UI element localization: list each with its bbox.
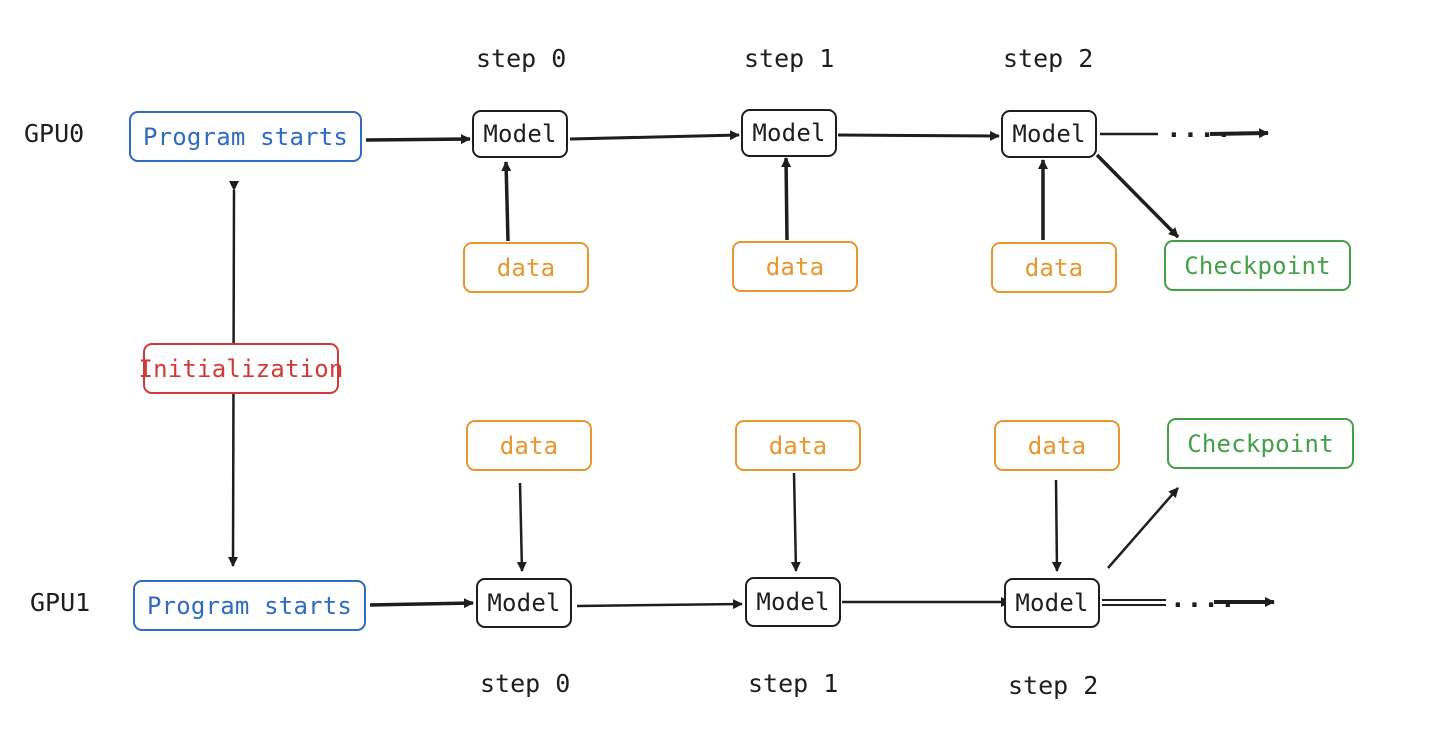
arrow-gpu0-data1-up [781, 157, 792, 241]
gpu1-model-2-label: Model [1015, 589, 1089, 617]
gpu0-data-0-label: data [496, 253, 556, 282]
gpu0-checkpoint-label: Checkpoint [1184, 251, 1331, 280]
gpu0-model-2-box: Model [1001, 110, 1097, 158]
step-label-top-0: step 0 [476, 44, 567, 73]
arrow-gpu1-model0-to-model1 [576, 599, 743, 610]
initialization-box: Initialization [138, 343, 343, 394]
lane-label-gpu0: GPU0 [24, 119, 85, 148]
gpu0-data-1-label: data [765, 252, 825, 281]
gpu1-continuation: .... [1170, 584, 1237, 614]
gpu0-continuation: .... [1166, 114, 1233, 144]
gpu1-program-starts-label: Program starts [146, 591, 353, 620]
gpu1-model-2-box: Model [1004, 578, 1100, 628]
arrow-gpu1-data2-down [1051, 479, 1062, 572]
gpu0-model-0-box: Model [472, 110, 568, 158]
arrow-gpu1-data1-down [790, 472, 801, 572]
gpu1-checkpoint-box: Checkpoint [1167, 418, 1354, 469]
step-label-bottom-0: step 0 [480, 669, 571, 698]
gpu0-program-starts-label: Program starts [142, 122, 349, 151]
arrow-gpu0-data0-up [501, 161, 512, 242]
arrow-gpu0-continuation-end [1209, 128, 1269, 139]
step-label-top-1: step 1 [744, 44, 835, 73]
gpu1-model-1-box: Model [745, 577, 841, 627]
gpu1-data-1-box: data [735, 420, 861, 471]
gpu0-program-starts-box: Program starts [129, 111, 362, 162]
gpu0-model-2-label: Model [1012, 120, 1086, 148]
gpu1-data-0-box: data [466, 420, 592, 471]
step-label-bottom-1: step 1 [748, 669, 839, 698]
initialization-label: Initialization [138, 354, 344, 383]
arrow-gpu0-model1-to-model2 [837, 130, 1000, 141]
gpu1-checkpoint-label: Checkpoint [1187, 429, 1334, 458]
lane-label-gpu1: GPU1 [30, 588, 91, 617]
step-label-top-2: step 2 [1003, 44, 1094, 73]
arrow-gpu0-model0-to-model1 [569, 130, 740, 141]
gpu0-checkpoint-box: Checkpoint [1164, 240, 1351, 291]
gpu0-model-0-label: Model [483, 120, 557, 148]
arrow-gpu1-data0-down [516, 482, 527, 572]
gpu1-data-0-label: data [499, 431, 559, 460]
gpu0-model-1-box: Model [741, 109, 837, 157]
arrow-gpu0-model2-to-checkpoint [1095, 153, 1180, 239]
gpu1-model-1-label: Model [756, 588, 830, 616]
step-label-bottom-2: step 2 [1008, 671, 1099, 700]
gpu1-data-2-box: data [994, 420, 1120, 471]
gpu1-program-starts-box: Program starts [133, 580, 366, 631]
gpu1-data-2-label: data [1027, 431, 1087, 460]
gpu0-data-2-label: data [1024, 253, 1084, 282]
gpu1-model-0-box: Model [476, 578, 572, 628]
gpu0-model-1-label: Model [752, 119, 826, 147]
arrow-gpu1-program-to-model0 [369, 598, 474, 609]
gpu1-data-1-label: data [768, 431, 828, 460]
arrow-gpu1-model2-to-checkpoint [1107, 487, 1179, 569]
gpu0-data-1-box: data [732, 241, 858, 292]
gpu0-data-2-box: data [991, 242, 1117, 293]
gpu1-model-0-label: Model [487, 589, 561, 617]
gpu0-data-0-box: data [463, 242, 589, 293]
arrow-gpu0-program-to-model0 [365, 134, 471, 145]
